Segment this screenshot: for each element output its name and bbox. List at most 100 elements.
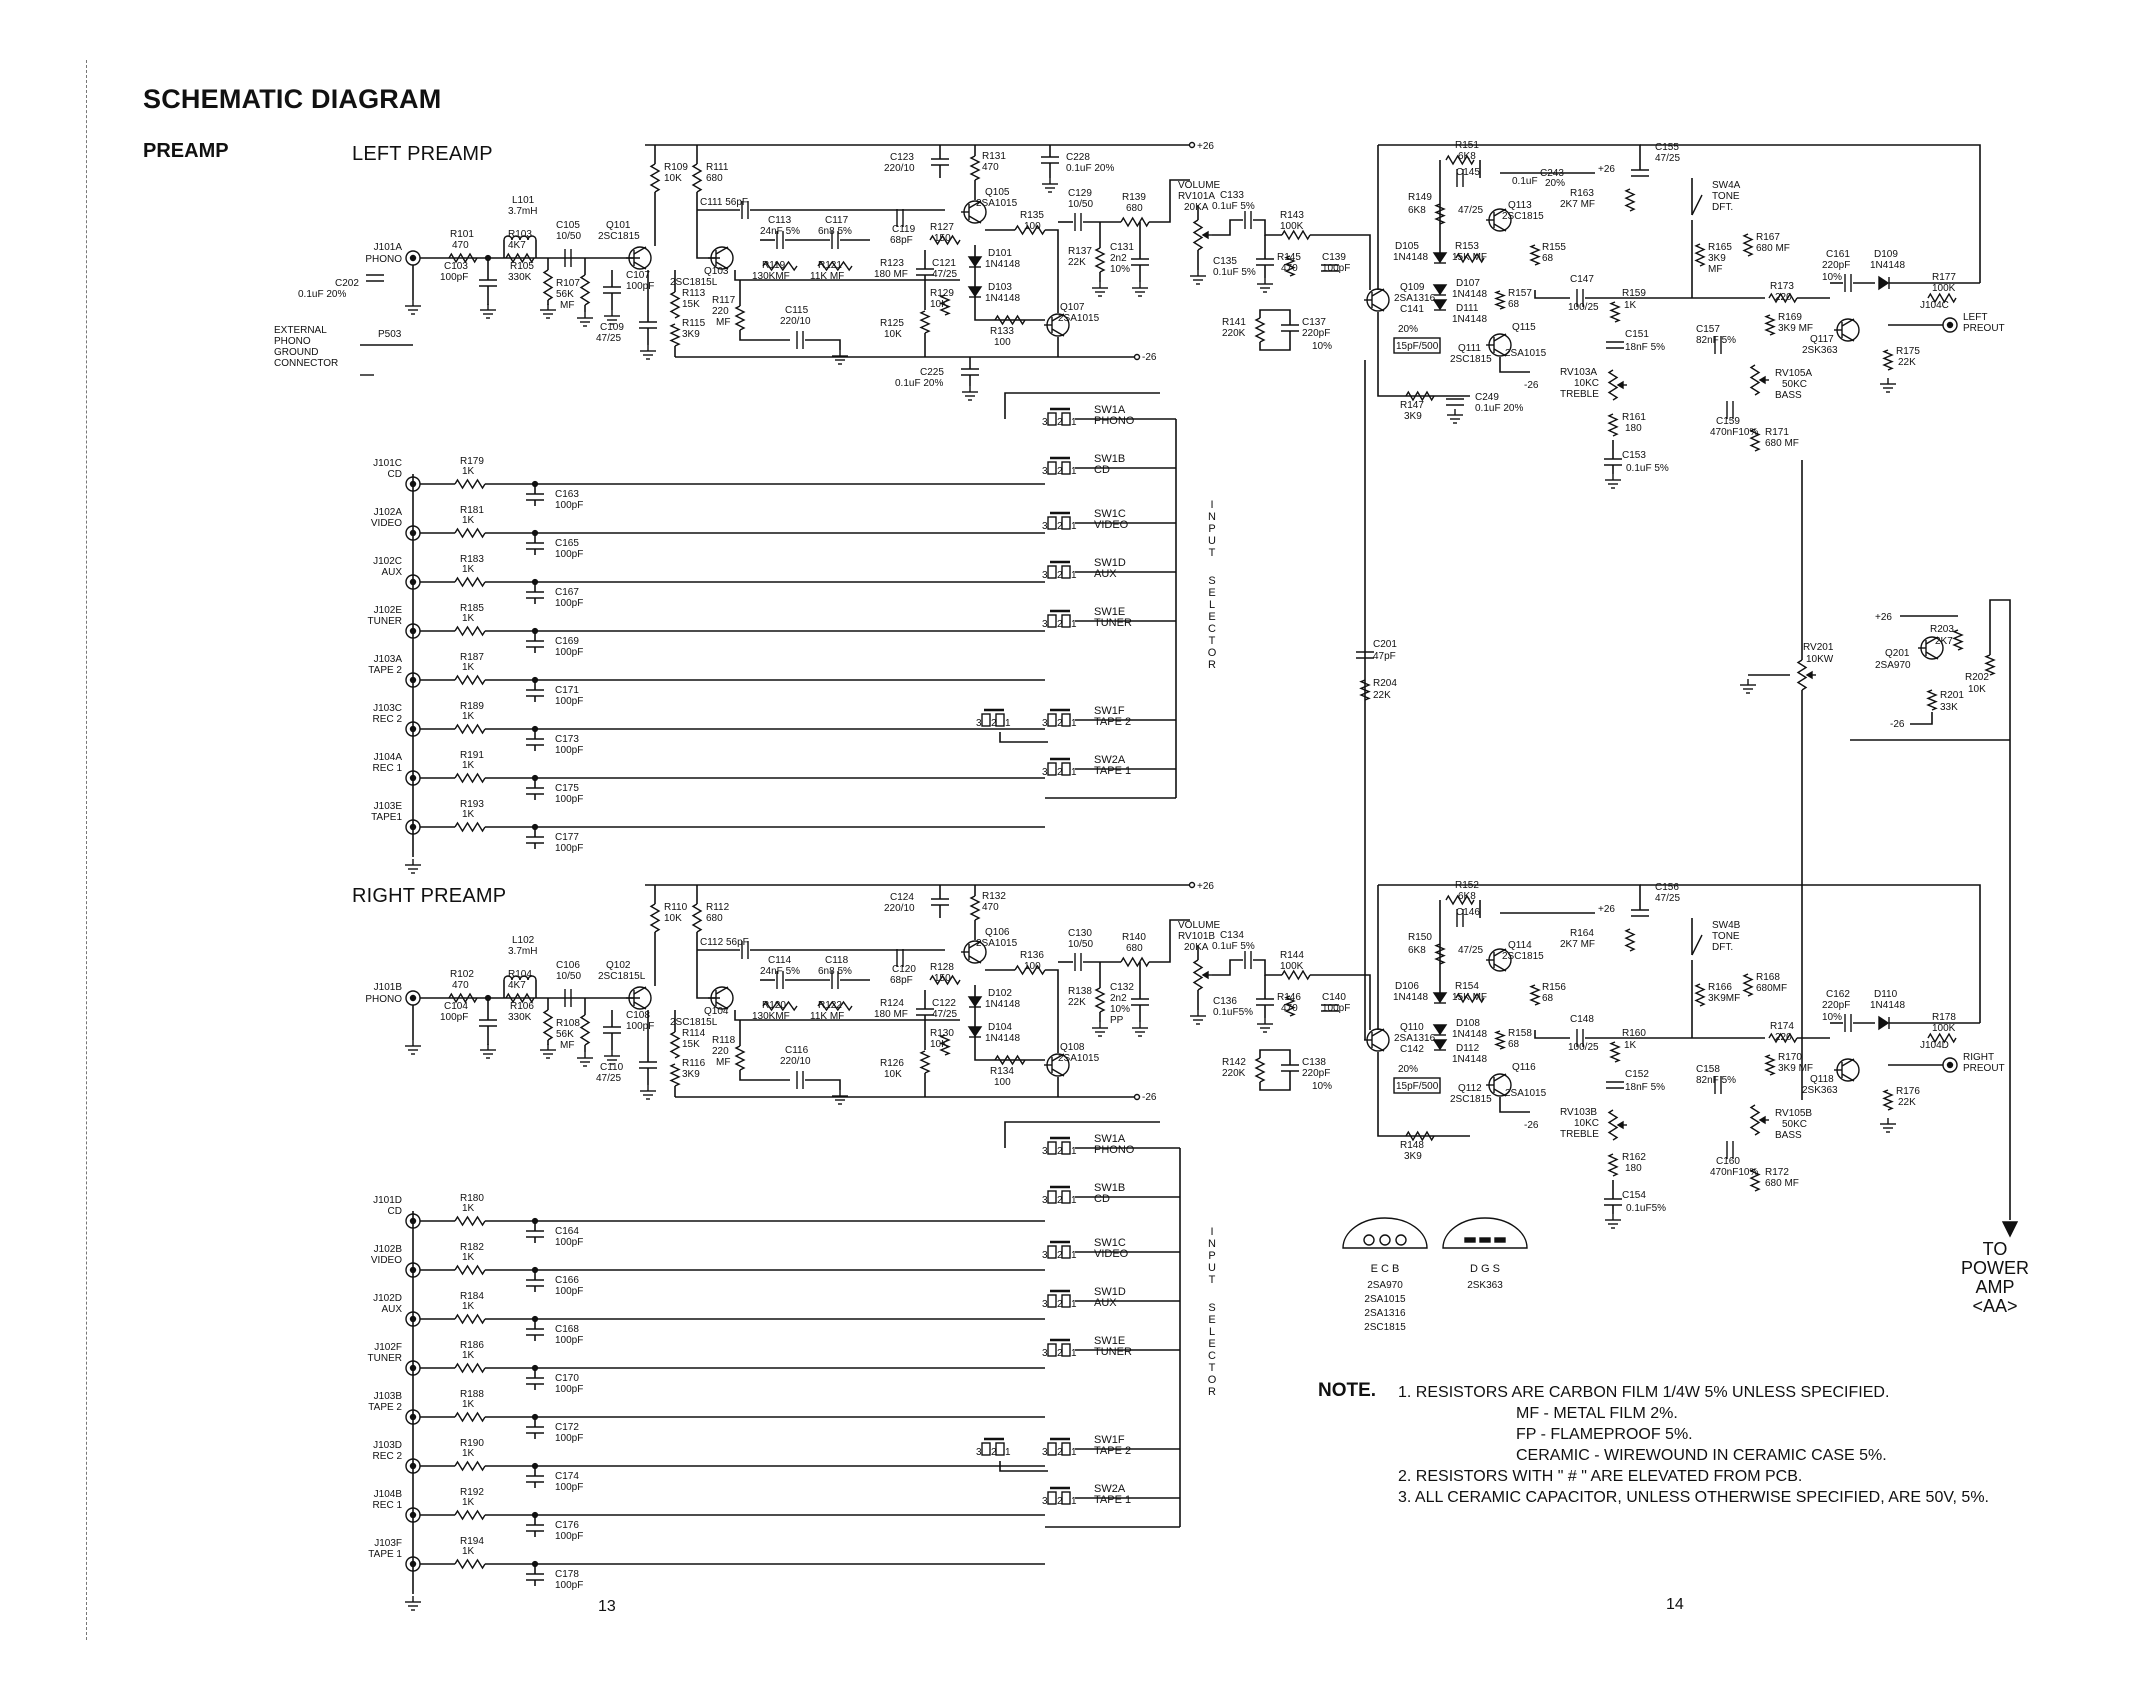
resistor-symbol xyxy=(1192,959,1204,991)
part-label: D107 xyxy=(1456,278,1480,289)
part-label: Q111 xyxy=(1458,343,1481,354)
part-label: Q118 xyxy=(1810,1074,1834,1085)
transistor-symbol xyxy=(1371,303,1385,312)
part-label: 150 xyxy=(934,233,951,244)
part-label: D109 xyxy=(1874,249,1898,260)
pin-icon xyxy=(1363,1234,1375,1246)
part-label: C141 xyxy=(1400,304,1424,315)
part-label: 10/50 xyxy=(556,971,581,982)
switch-label: SW1B xyxy=(1094,1182,1125,1194)
part-label: Q103 xyxy=(704,266,729,277)
part-label: C122 xyxy=(932,998,956,1009)
input-resistor: R179 xyxy=(460,456,484,467)
switch-pin: 2 xyxy=(991,1447,997,1458)
selector-letter: L xyxy=(1209,1326,1215,1338)
input-resistor-value: 1K xyxy=(462,711,475,722)
resistor-symbol xyxy=(1882,1089,1894,1111)
selector-letter: T xyxy=(1209,1274,1216,1286)
selector-letter: P xyxy=(1208,523,1215,535)
package-part: 2SK363 xyxy=(1467,1280,1503,1291)
part-label: C120 xyxy=(892,964,916,975)
part-label: 20% xyxy=(1398,1064,1418,1075)
rail-label: -26 xyxy=(1142,1092,1157,1103)
input-cap-value: 100pF xyxy=(555,696,583,707)
part-label: C140 xyxy=(1322,992,1346,1003)
potentiometer-symbol xyxy=(1758,375,1766,385)
switch-pin: 2 xyxy=(1057,1250,1063,1261)
junction-dot xyxy=(531,725,539,733)
part-label: 470 xyxy=(452,240,469,251)
wire xyxy=(1253,219,1282,236)
part-label: C155 xyxy=(1655,142,1679,153)
ext-ground-label: GROUND xyxy=(274,347,318,358)
part-label: 10K xyxy=(1968,684,1986,695)
part-label: C114 xyxy=(768,955,792,966)
part-label: 0.1uF5% xyxy=(1626,1203,1666,1214)
inductor-symbol xyxy=(527,235,537,241)
volume-id: RV101A xyxy=(1178,191,1215,202)
part-label: 10K xyxy=(664,173,682,184)
part-label: 10% xyxy=(1312,341,1332,352)
jack-icon xyxy=(405,990,421,1006)
resistor-symbol xyxy=(1094,247,1106,273)
part-label: R119 xyxy=(762,260,786,271)
to-power-amp: TO POWER AMP <AA> xyxy=(1952,1240,2038,1316)
wire xyxy=(1499,1097,1530,1113)
resistor-symbol xyxy=(1254,317,1266,343)
part-label: R177 xyxy=(1932,272,1956,283)
switch-pin: 3 xyxy=(976,1447,982,1458)
part-label: R162 xyxy=(1622,1152,1646,1163)
part-label: Q117 xyxy=(1810,334,1834,345)
resistor-symbol xyxy=(1927,1032,1957,1044)
input-resistor: R185 xyxy=(460,603,484,614)
part-label: 10% xyxy=(1312,1081,1332,1092)
part-label: 3K9 xyxy=(1708,253,1726,264)
part-label: R164 xyxy=(1570,928,1594,939)
input-resistor-value: 1K xyxy=(462,1448,475,1459)
selector-letter: T xyxy=(1209,635,1216,647)
diode-symbol xyxy=(1432,252,1448,264)
input-jack-name: TUNER xyxy=(368,1353,402,1364)
input-jack-name: REC 2 xyxy=(373,714,403,725)
input-resistor: R191 xyxy=(460,750,484,761)
part-label: -26 xyxy=(1524,380,1539,391)
input-cap-value: 100pF xyxy=(555,1433,583,1444)
input-resistor: R184 xyxy=(460,1291,484,1302)
part-label: 47/25 xyxy=(596,333,621,344)
input-jack-name: REC 1 xyxy=(373,1500,403,1511)
part-label: +26 xyxy=(1875,612,1892,623)
resistor-symbol xyxy=(1694,983,1706,1007)
diode-symbol xyxy=(1878,1015,1890,1031)
part-label: R152 xyxy=(1455,880,1479,891)
jack-icon xyxy=(409,578,417,586)
input-jack-id: J104A xyxy=(374,752,403,763)
note-line: MF - METAL FILM 2%. xyxy=(1516,1405,1678,1422)
input-resistor: R192 xyxy=(460,1487,484,1498)
switch-pin: 3 xyxy=(1042,619,1048,630)
resistor-symbol xyxy=(649,163,661,193)
part-label: R147 xyxy=(1400,400,1424,411)
phono-jack-id: J101A xyxy=(374,242,403,253)
switch-label: SW1C xyxy=(1094,508,1126,520)
switch-label: SW2A xyxy=(1094,754,1126,766)
input-resistor: R180 xyxy=(460,1193,484,1204)
part-label: R130 xyxy=(930,1028,954,1039)
transistor-symbol xyxy=(1493,208,1507,217)
part-label: C135 xyxy=(1213,256,1237,267)
part-label: R167 xyxy=(1756,232,1780,243)
resistor-symbol xyxy=(762,1000,798,1012)
selector-letter: T xyxy=(1209,1362,1216,1374)
resistor-symbol xyxy=(762,260,798,272)
wire xyxy=(1045,229,1059,313)
part-label: C228 xyxy=(1066,152,1090,163)
part-label: R169 xyxy=(1778,312,1802,323)
diode-symbol xyxy=(967,286,983,298)
part-label: R140 xyxy=(1122,932,1146,943)
input-cap-value: 100pF xyxy=(555,1482,583,1493)
switch-contact xyxy=(1061,1491,1071,1505)
switch-pin: 3 xyxy=(1042,718,1048,729)
input-jack-name: VIDEO xyxy=(371,1255,402,1266)
input-cap-value: 100pF xyxy=(555,1531,583,1542)
part-label: R136 xyxy=(1020,950,1044,961)
part-label: 680 xyxy=(706,913,723,924)
